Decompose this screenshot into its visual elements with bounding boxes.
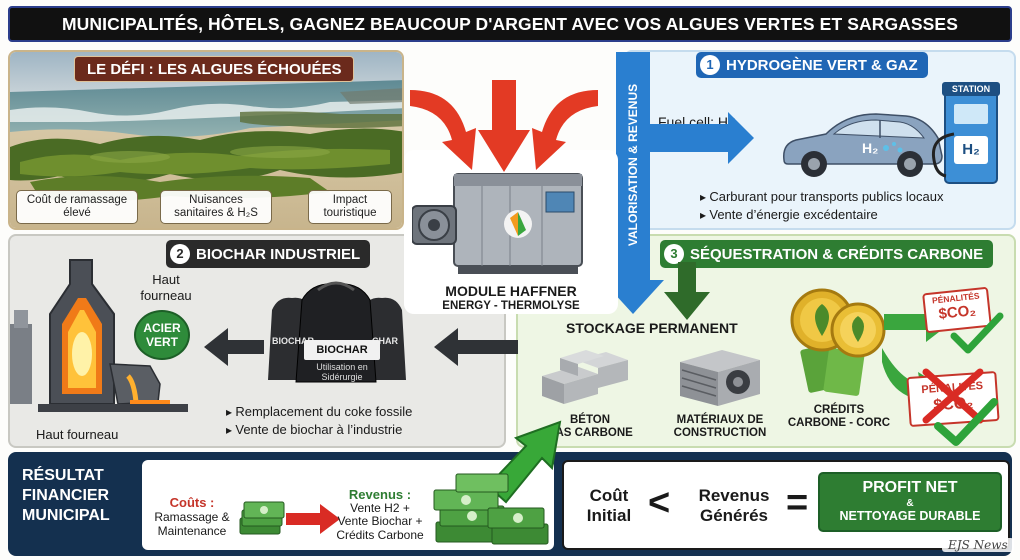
- carbon-credit-coins-icon: [790, 288, 886, 396]
- input-arrows: [410, 80, 598, 172]
- check-bottom-icon: [934, 398, 998, 446]
- hydrogen-car: [783, 113, 943, 177]
- hydrogen-bullets: Carburant pour transports publics locaux…: [700, 188, 943, 224]
- bag-sub-label: Utilisation en Sidérurgie: [316, 362, 368, 382]
- cash-small-icon: [239, 501, 285, 535]
- watermark: EJS News: [942, 538, 1014, 552]
- blast-furnace: [10, 259, 188, 412]
- materiaux-label: MATÉRIAUX DE CONSTRUCTION: [673, 414, 767, 439]
- station-h2-badge: H₂: [954, 136, 988, 164]
- resultat-heading: RÉSULTAT FINANCIER MUNICIPAL: [22, 467, 110, 524]
- sequestration-number: 3: [664, 244, 684, 264]
- profit-net-box: PROFIT NET & NETTOYAGE DURABLE: [818, 472, 1002, 532]
- defi-heading: LE DÉFI : LES ALGUES ÉCHOUÉES: [74, 56, 355, 82]
- station-sign: STATION: [942, 82, 1000, 96]
- title-banner: MUNICIPALITÉS, HÔTELS, GAGNEZ BEAUCOUP D…: [8, 6, 1012, 42]
- hydrogen-number: 1: [700, 55, 720, 75]
- main-title: MUNICIPALITÉS, HÔTELS, GAGNEZ BEAUCOUP D…: [62, 13, 958, 34]
- haffner-module-machine: [412, 173, 583, 274]
- sequestration-heading: 3 SÉQUESTRATION & CRÉDITS CARBONE: [660, 240, 994, 268]
- haut-fourneau-top-label: Haut fourneau: [140, 272, 192, 303]
- cash-stack-icon: [433, 420, 562, 545]
- revenus-generes: Revenus Générés: [698, 486, 770, 525]
- acier-vert-badge: ACIER VERT: [134, 310, 190, 360]
- biochar-bullets: Remplacement du coke fossile Vente de bi…: [226, 403, 412, 439]
- check-top-icon: [950, 312, 1004, 354]
- station-screen: [954, 104, 988, 124]
- bag-left-label: BIOCHAR: [272, 336, 314, 346]
- biochar-flow-arrows: [204, 328, 518, 366]
- costs-to-revenue-arrow: [286, 504, 340, 534]
- car-h2-badge: H₂: [862, 140, 879, 156]
- hydrogen-station: STATION H₂: [942, 82, 1000, 184]
- module-name: MODULE HAFFNER: [445, 283, 577, 299]
- cout-initial: Coût Initial: [586, 486, 632, 525]
- biochar-heading: 2 BIOCHAR INDUSTRIEL: [166, 240, 371, 268]
- haut-fourneau-bottom-label: Haut fourneau: [36, 427, 119, 442]
- hydrogen-heading: 1 HYDROGÈNE VERT & GAZ: [696, 52, 928, 78]
- bag-main-label: BIOCHAR: [304, 340, 380, 360]
- fuel-hose: [931, 132, 955, 178]
- sequestration-down-arrow: [664, 262, 710, 320]
- concrete-blocks-icon: [542, 350, 628, 404]
- less-than-symbol: <: [648, 482, 671, 524]
- revenus-block: Revenus : Vente H2 + Vente Biochar + Cré…: [336, 487, 424, 542]
- beton-label: BÉTON BAS CARBONE: [547, 414, 633, 439]
- cross-penalty-icon: [922, 368, 984, 424]
- module-subtitle: ENERGY - THERMOLYSE: [442, 300, 580, 312]
- stockage-permanent-label: STOCKAGE PERMANENT: [566, 320, 738, 336]
- couts-block: Coûts : Ramassage & Maintenance: [154, 495, 230, 539]
- equals-symbol: =: [786, 482, 809, 524]
- biochar-number: 2: [170, 244, 190, 264]
- bag-right-label: CHAR: [372, 336, 398, 346]
- construction-materials-icon: [680, 350, 760, 406]
- valorisation-flow: [602, 52, 754, 314]
- credits-carbone-label: CRÉDITS CARBONE - CORC: [787, 404, 891, 429]
- defi-panel: LE DÉFI : LES ALGUES ÉCHOUÉES Coût de ra…: [8, 50, 404, 230]
